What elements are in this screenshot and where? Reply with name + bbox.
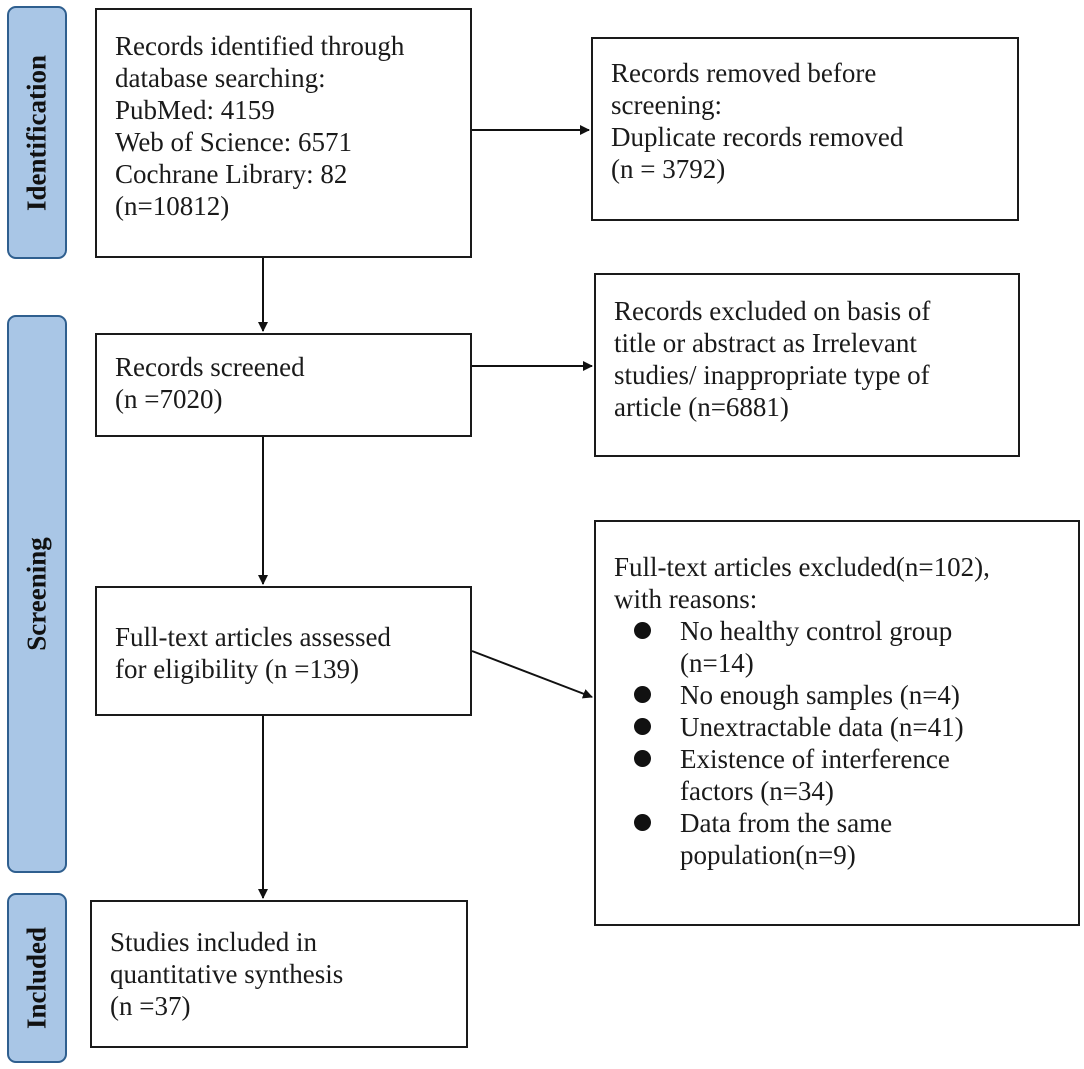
exclusion-reason-item: Existence of interference factors (n=34) bbox=[614, 743, 1060, 807]
studies-included-box: Studies included in quantitative synthes… bbox=[90, 900, 468, 1048]
exclusion-reason-text: factors (n=34) bbox=[680, 776, 834, 806]
records-identified-line: PubMed: 4159 bbox=[115, 95, 275, 125]
records-identified-line: Web of Science: 6571 bbox=[115, 127, 353, 157]
studies-included-line: Studies included in bbox=[110, 927, 317, 957]
phase-identification: Identification bbox=[7, 6, 67, 259]
exclusion-reason-item: No enough samples (n=4) bbox=[614, 679, 1060, 711]
records-excluded-title-box: Records excluded on basis of title or ab… bbox=[594, 273, 1020, 457]
fulltext-excluded-box: Full-text articles excluded(n=102), with… bbox=[594, 520, 1080, 926]
exclusion-reason-item: Unextractable data (n=41) bbox=[614, 711, 1060, 743]
fulltext-assessed-box: Full-text articles assessed for eligibil… bbox=[95, 586, 472, 716]
records-excluded-title-line: article (n=6881) bbox=[614, 392, 789, 422]
arrow-fulltext-to-excluded bbox=[471, 650, 593, 699]
studies-included-line: (n =37) bbox=[110, 991, 191, 1021]
records-screened-line: (n =7020) bbox=[115, 384, 223, 414]
exclusion-reason-text: No healthy control group bbox=[680, 616, 953, 646]
bullet-icon bbox=[634, 814, 651, 831]
phase-included: Included bbox=[7, 893, 67, 1063]
bullet-icon bbox=[634, 622, 651, 639]
records-identified-box: Records identified through database sear… bbox=[95, 8, 472, 258]
exclusion-reason-text: Data from the same bbox=[680, 808, 893, 838]
records-removed-line: Duplicate records removed bbox=[611, 122, 904, 152]
bullet-icon bbox=[634, 750, 651, 767]
phase-screening: Screening bbox=[7, 315, 67, 873]
records-excluded-title-line: studies/ inappropriate type of bbox=[614, 360, 930, 390]
records-excluded-title-line: title or abstract as Irrelevant bbox=[614, 328, 917, 358]
records-screened-line: Records screened bbox=[115, 352, 305, 382]
exclusion-reason-item: No healthy control group (n=14) bbox=[614, 615, 1060, 679]
records-removed-line: Records removed before bbox=[611, 58, 877, 88]
exclusion-reason-text: Unextractable data (n=41) bbox=[680, 712, 964, 742]
exclusion-reason-text: No enough samples (n=4) bbox=[680, 680, 960, 710]
bullet-icon bbox=[634, 686, 651, 703]
records-screened-box: Records screened (n =7020) bbox=[95, 333, 472, 437]
bullet-icon bbox=[634, 718, 651, 735]
records-removed-box: Records removed before screening: Duplic… bbox=[591, 37, 1019, 221]
records-identified-line: database searching: bbox=[115, 63, 326, 93]
records-removed-line: screening: bbox=[611, 90, 722, 120]
records-identified-line: Cochrane Library: 82 bbox=[115, 159, 348, 189]
exclusion-reason-item: Data from the same population(n=9) bbox=[614, 807, 1060, 871]
records-excluded-title-line: Records excluded on basis of bbox=[614, 296, 931, 326]
records-removed-line: (n = 3792) bbox=[611, 154, 726, 184]
studies-included-line: quantitative synthesis bbox=[110, 959, 344, 989]
records-identified-line: Records identified through bbox=[115, 31, 405, 61]
fulltext-assessed-line: for eligibility (n =139) bbox=[115, 654, 359, 684]
exclusion-reason-text: Existence of interference bbox=[680, 744, 950, 774]
fulltext-excluded-heading: Full-text articles excluded(n=102), bbox=[614, 552, 990, 582]
records-identified-line: (n=10812) bbox=[115, 191, 230, 221]
exclusion-reason-text: (n=14) bbox=[680, 648, 754, 678]
exclusion-reason-text: population(n=9) bbox=[680, 840, 856, 870]
fulltext-excluded-heading: with reasons: bbox=[614, 584, 758, 614]
fulltext-assessed-line: Full-text articles assessed bbox=[115, 622, 391, 652]
